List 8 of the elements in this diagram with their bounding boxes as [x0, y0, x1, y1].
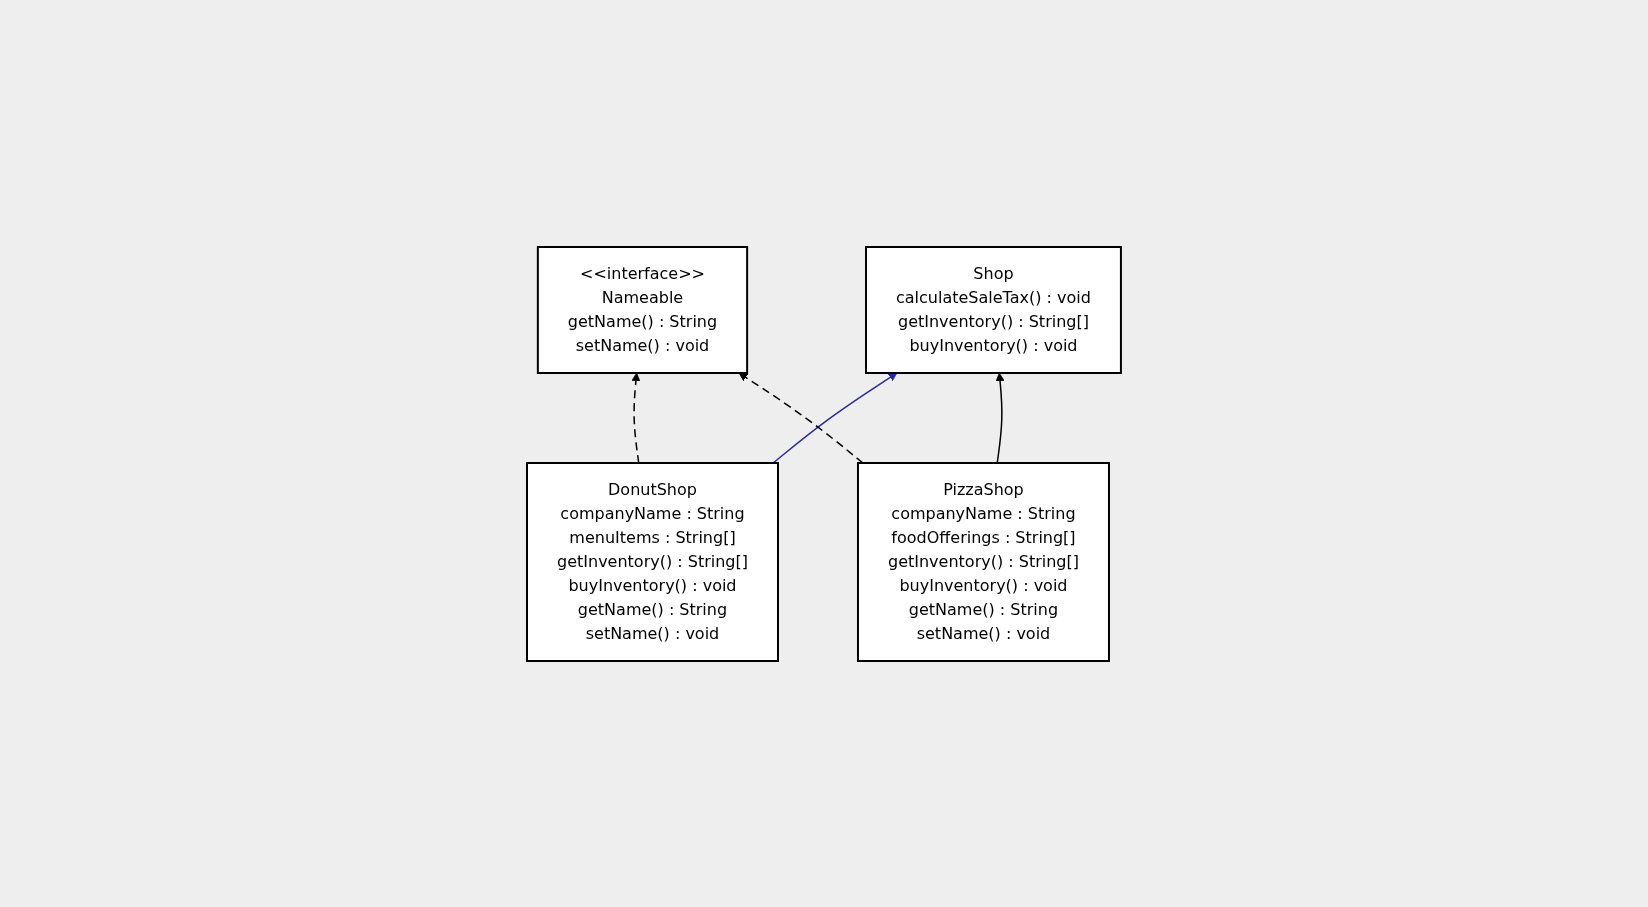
node-box: PizzaShop companyName : String foodOfferings : String[] getInventory() : String[] buyInventory() : void getName() : String setName() : void — [857, 461, 1110, 662]
arrow — [631, 372, 641, 464]
node-box: DonutShop companyName : String menuItems : String[] getInventory() : String[] buyInventory() : void getName() : String setName() : void — [526, 461, 779, 662]
node-box: <<interface>> Nameable getName() : String setName() : void — [536, 245, 749, 374]
arrow — [772, 372, 898, 464]
node-box: Shop calculateSaleTax() : void getInventory() : String[] buyInventory() : void — [865, 245, 1122, 374]
arrow — [738, 372, 864, 464]
arrow — [995, 372, 1005, 464]
